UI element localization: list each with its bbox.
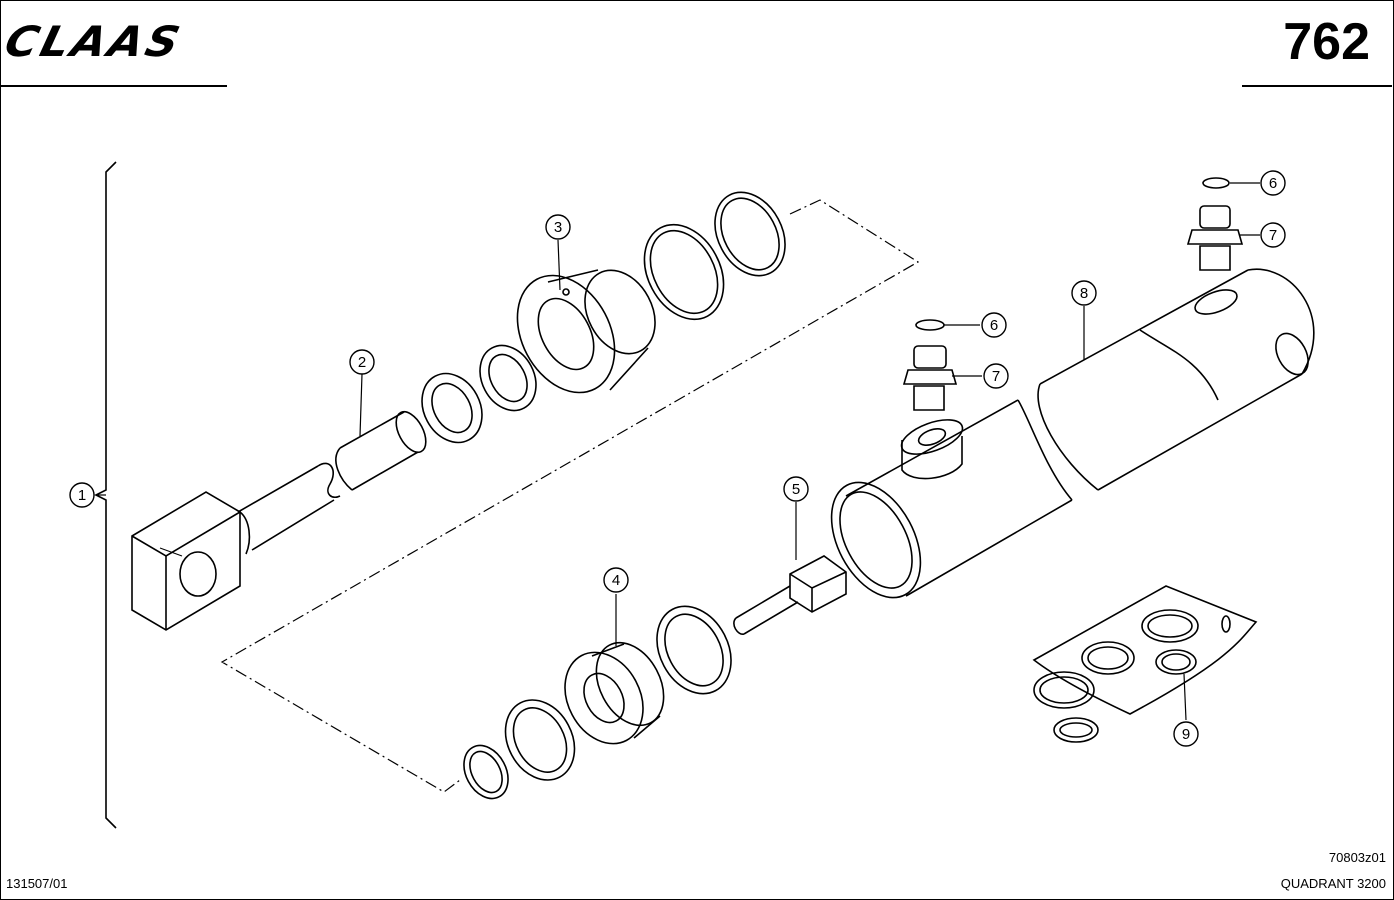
footer-left-code: 131507/01 bbox=[6, 876, 68, 891]
part-4-piston bbox=[564, 641, 665, 745]
drawing-code: 70803z01 bbox=[1328, 850, 1386, 865]
callout-7b-circle bbox=[1260, 222, 1286, 248]
callout-7a-label: 7 bbox=[992, 368, 1000, 385]
ring-b bbox=[479, 344, 537, 412]
callout-8-circle bbox=[1071, 280, 1097, 306]
callout-1-label: 1 bbox=[78, 487, 86, 504]
callout-1-circle bbox=[69, 482, 95, 508]
piston-seal-3 bbox=[656, 605, 732, 695]
callout-7b-label: 7 bbox=[1269, 227, 1277, 244]
ring-a bbox=[421, 372, 483, 444]
callout-4-circle bbox=[603, 567, 629, 593]
callout-6b-circle bbox=[1260, 170, 1286, 196]
callout-3-label: 3 bbox=[554, 219, 562, 236]
piston-seal-2 bbox=[463, 744, 509, 800]
assembly-dashed-outline bbox=[220, 199, 920, 793]
part-6-cap-lower bbox=[915, 319, 945, 331]
piston-rod bbox=[237, 462, 341, 555]
seal-ring-top-1 bbox=[643, 223, 725, 321]
cylinder-tube bbox=[830, 399, 1073, 599]
seal-ring-top-2 bbox=[714, 191, 786, 277]
rod-eye-block bbox=[131, 491, 241, 631]
piston-seal-1 bbox=[504, 699, 576, 781]
model-name: QUADRANT 3200 bbox=[1280, 876, 1386, 891]
callout-6a-label: 6 bbox=[990, 317, 998, 334]
part-6-cap-upper bbox=[1202, 177, 1230, 189]
callout-5-circle bbox=[783, 476, 809, 502]
callout-9-circle bbox=[1173, 721, 1199, 747]
callout-8-label: 8 bbox=[1080, 285, 1088, 302]
part-7-fitting-upper bbox=[1186, 205, 1244, 271]
callout-6a-circle bbox=[981, 312, 1007, 338]
part-3-cylinder-head bbox=[516, 269, 656, 394]
part-8-tube-end bbox=[1037, 268, 1315, 491]
callout-7a-circle bbox=[983, 363, 1009, 389]
callout-9-label: 9 bbox=[1182, 726, 1190, 743]
part-5-bolt bbox=[733, 555, 847, 635]
header-rule-left bbox=[0, 85, 227, 87]
part-9-seal-kit bbox=[1032, 585, 1258, 743]
callout-2-circle bbox=[349, 349, 375, 375]
callout-2-label: 2 bbox=[358, 354, 366, 371]
header-rule-right bbox=[1242, 85, 1392, 87]
callout-4-label: 4 bbox=[612, 572, 620, 589]
page-number: 762 bbox=[1283, 13, 1370, 71]
callout-6b-label: 6 bbox=[1269, 175, 1277, 192]
callout-5-label: 5 bbox=[792, 481, 800, 498]
callout-3-circle bbox=[545, 214, 571, 240]
part-2-bushing bbox=[335, 410, 427, 491]
part-7-fitting-lower bbox=[902, 345, 958, 411]
